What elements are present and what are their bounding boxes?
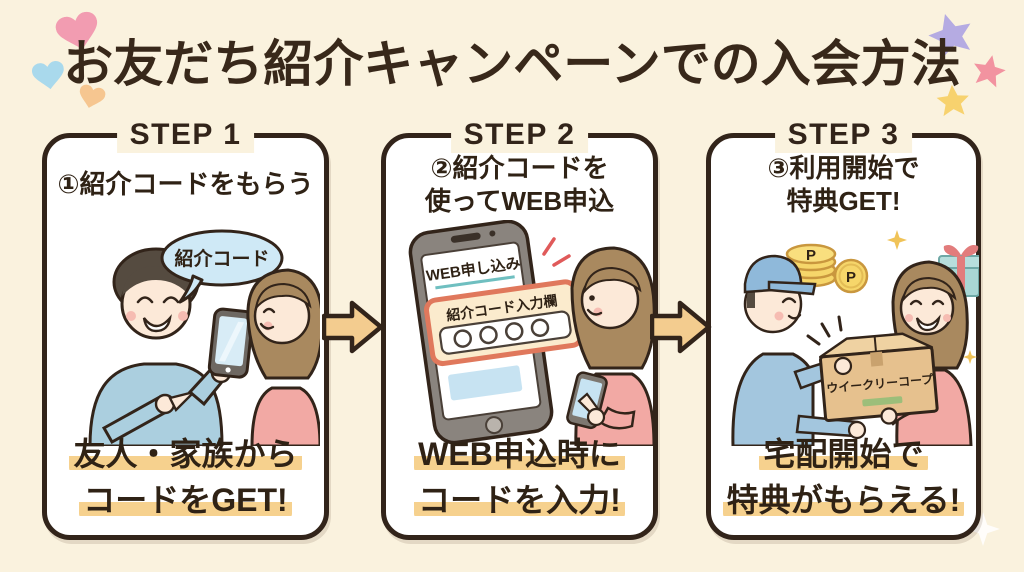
code-circle [479,325,498,345]
step-1-caption: 友人・家族から コードをGET! [47,432,324,523]
step-3-caption: 宅配開始で 特典がもらえる! [711,432,976,523]
delivery-person-figure [731,254,859,446]
emphasis-lines [806,315,843,346]
hands [833,356,898,440]
delivery-box: ウイークリーコープ [818,332,939,423]
man-figure [87,247,231,446]
star-icon [928,13,971,58]
step-3-panel: STEP 3 ③利用開始で 特典GET! P P [706,117,981,540]
coin-letter: P [806,247,816,264]
arrow-right-icon [322,300,384,354]
step-3-label: STEP 3 [774,117,913,153]
arrow-right-icon [650,300,712,354]
step-2-label: STEP 2 [450,117,589,153]
step-1-heading: ①紹介コードをもらう [57,169,314,200]
code-circle [453,329,472,348]
step-3-heading: ③利用開始で 特典GET! [767,152,920,216]
step-1-panel: STEP 1 ①紹介コードをもらう [42,117,329,540]
step-2-caption: WEB申込時に コードを入力! [386,432,653,523]
step-1-illustration-referral: 紹介コード [87,229,320,446]
code-circle [530,318,550,337]
large-smartphone: WEB申し込み 紹介コード入力欄 [408,220,584,445]
coin-letter: P [846,269,856,286]
page-title: お友だち紹介キャンペーンでの入会方法 [63,36,961,92]
heart-icon [79,84,106,108]
sparkle-icon [966,512,1000,546]
speech-bubble-text: 紹介コード [174,247,269,270]
step-2-heading: ②紹介コードを 使ってWEB申込 [424,152,615,216]
star-icon [936,84,969,117]
emphasis-line [552,254,571,267]
emphasis-line [542,237,556,256]
code-circle [504,322,524,341]
step-1-label: STEP 1 [116,117,255,153]
smartphone [207,307,254,379]
step-2-panel: STEP 2 ②紹介コードを 使ってWEB申込 WEB申し込み 紹介コード入力欄 [381,117,658,540]
star-icon [974,55,1006,88]
referral-code-input-box: 紹介コード入力欄 [424,279,584,367]
woman-figure [245,268,320,446]
step-2-illustration-web-apply: WEB申し込み 紹介コード入力欄 [408,220,654,446]
heart-icon [55,11,98,50]
step-3-illustration-delivery: P P [731,230,979,446]
woman-figure [566,246,654,446]
speech-bubble: 紹介コード [160,229,283,304]
heart-icon [31,61,64,90]
